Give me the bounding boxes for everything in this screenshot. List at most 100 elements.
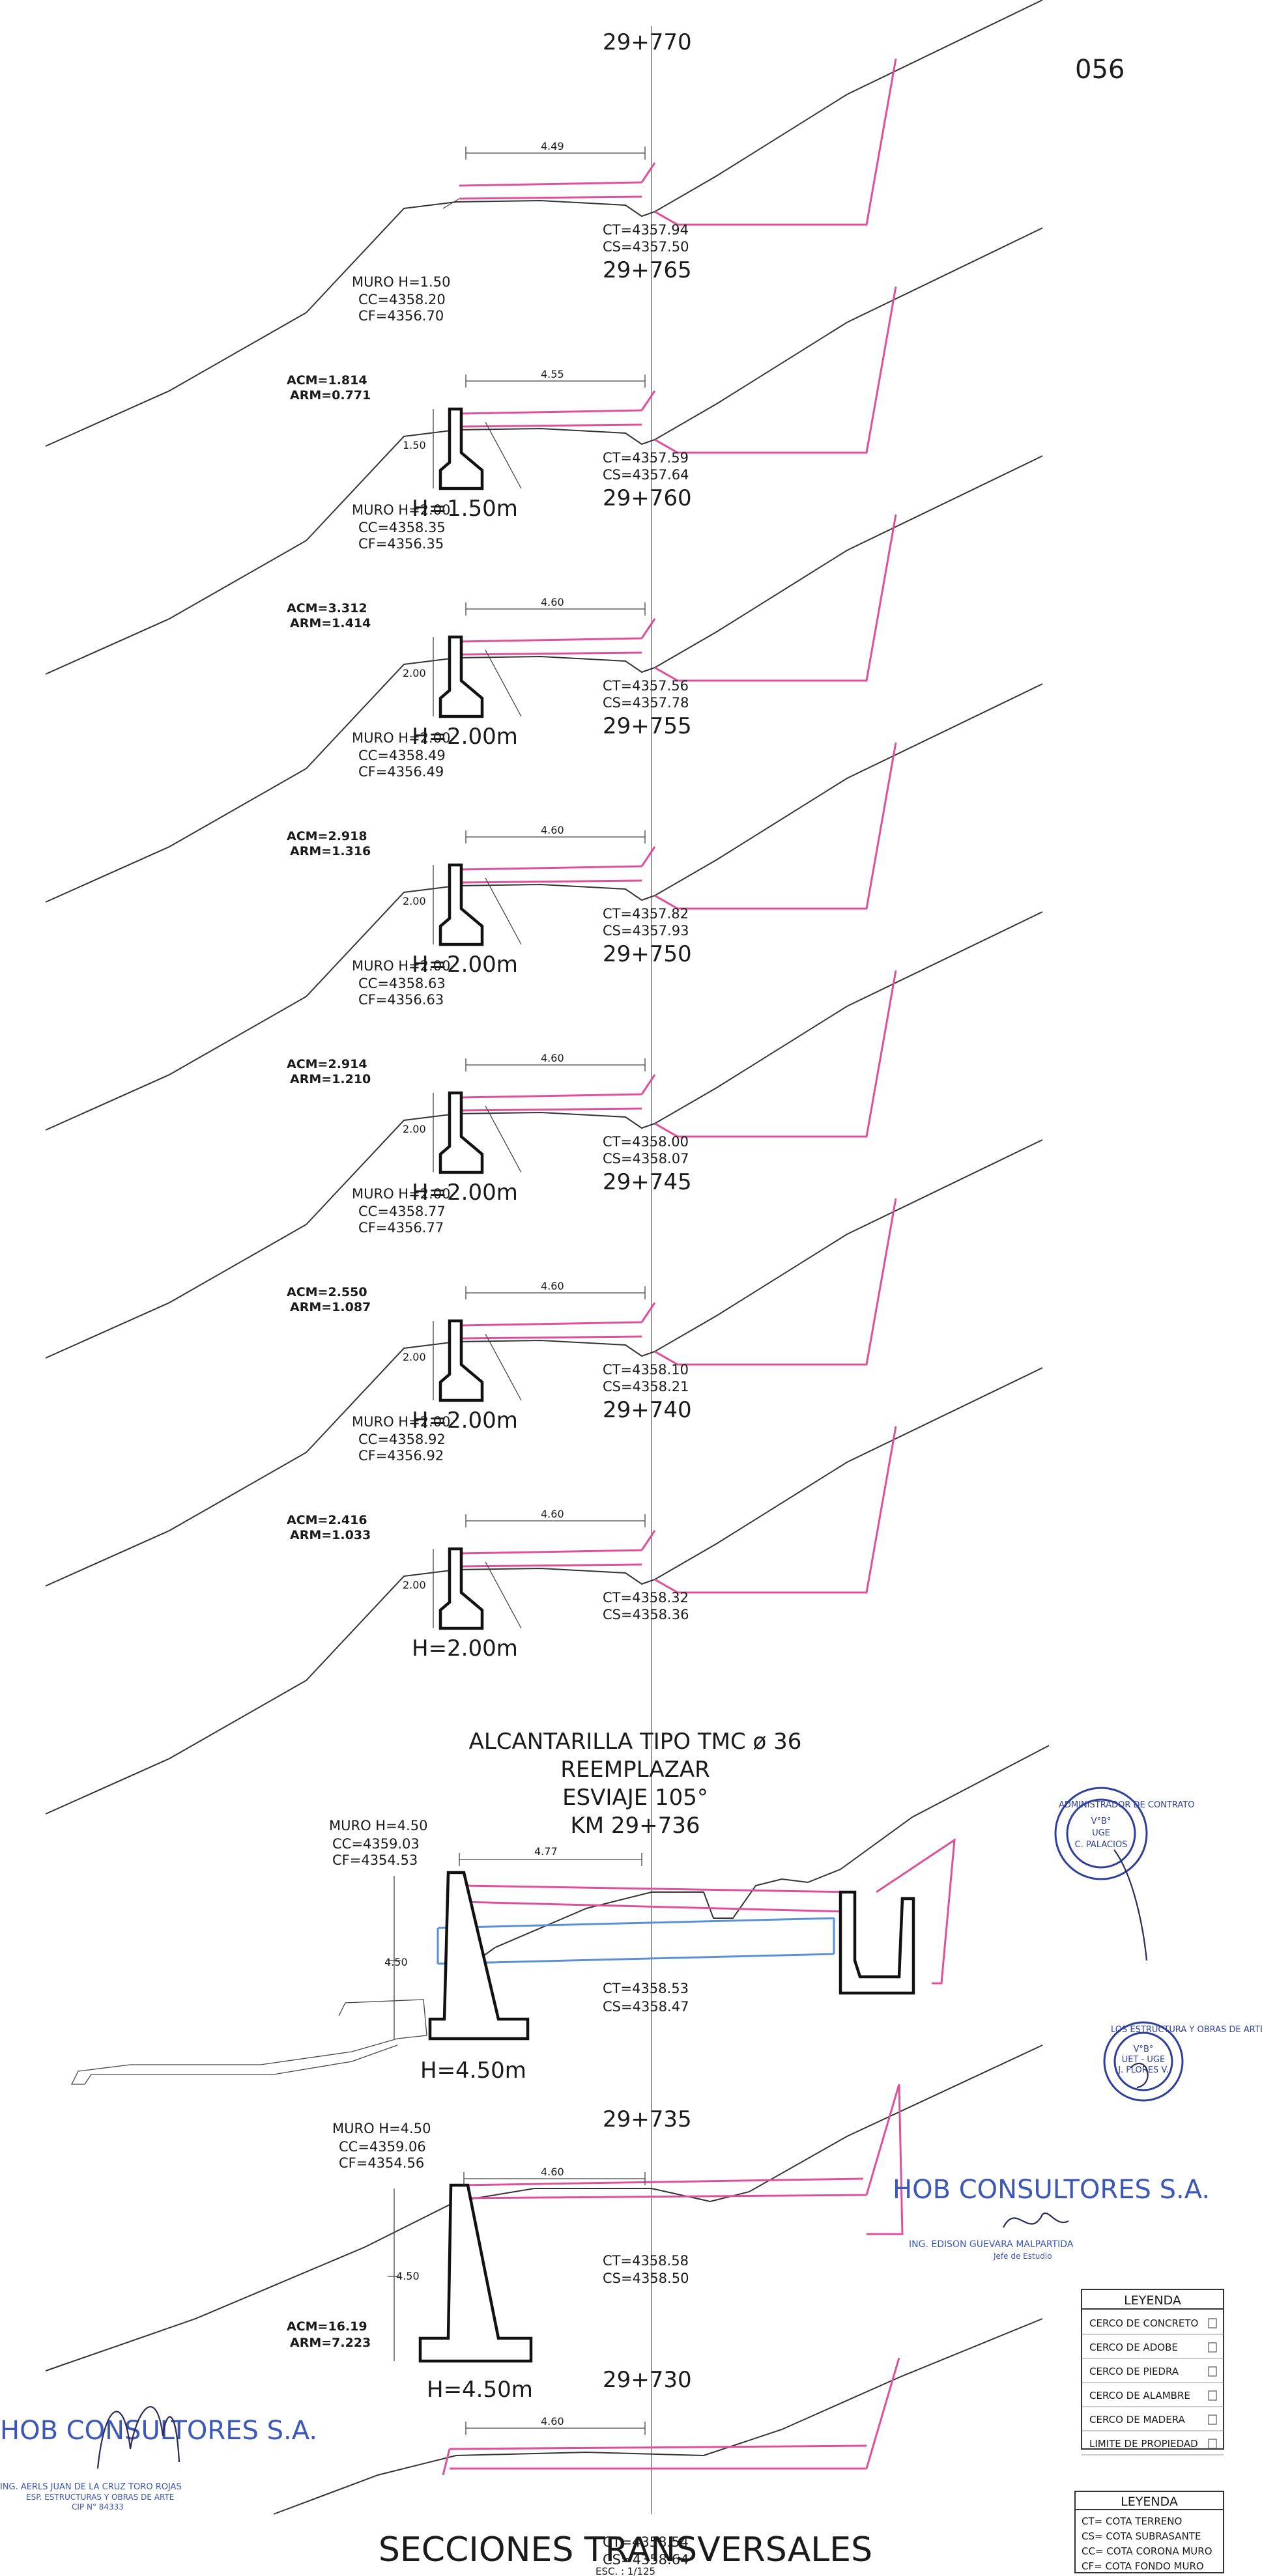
wall-cf: CF=4356.77 (358, 1220, 444, 1236)
retaining-wall (438, 635, 484, 718)
section-735-cc: CC=4359.06 (339, 2139, 426, 2155)
section-735-height-dim: 4.50 (396, 2270, 420, 2282)
section-735-arm: ARM=7.223 (290, 2336, 371, 2350)
wall-arm: ARM=1.316 (290, 844, 371, 858)
company-right-signer: ING. EDISON GUEVARA MALPARTIDA (909, 2239, 1074, 2250)
wall-h-label: H=2.00m (412, 1635, 518, 1662)
wall-acm: ACM=3.312 (287, 601, 367, 616)
section-730-cs: CS=4358.64 (603, 2552, 689, 2568)
legend1-item: CERCO DE MADERA (1089, 2414, 1186, 2426)
width-dim: 4.60 (541, 1280, 564, 1292)
ground-line (45, 683, 1043, 1131)
wall-cc: CC=4358.92 (358, 1432, 446, 1447)
wall-arm: ARM=1.087 (290, 1300, 371, 1314)
approval-stamp-contract-admin: ADMINISTRADOR DE CONTRATO V°B° UGE C. PA… (1054, 1787, 1194, 1961)
wall-height-dim (433, 1321, 522, 1401)
stamp2-signature (1130, 2062, 1149, 2089)
culvert-subgrade (462, 1838, 956, 1985)
wall-muro: MURO H=2.00 (352, 1414, 450, 1430)
section-735-dim-lines (388, 2172, 646, 2361)
stamp2-top: LOS ESTRUCTURA Y OBRAS DE ARTE (1111, 2025, 1262, 2035)
width-dim: 4.49 (541, 140, 564, 152)
wall-arm: ARM=1.210 (290, 1072, 371, 1086)
wall-cf: CF=4356.35 (358, 536, 444, 552)
section-735-h-label: H=4.50m (427, 2377, 533, 2403)
section-730-station: 29+730 (603, 2367, 692, 2393)
culvert-muro: MURO H=4.50 (329, 1818, 427, 1833)
culvert-section: ALCANTARILLA TIPO TMC ø 36 REEMPLAZAR ES… (70, 1729, 1050, 2085)
legend1-item: CERCO DE CONCRETO (1089, 2317, 1198, 2329)
subgrade-line (459, 286, 897, 454)
ct-level: CT=4358.32 (603, 1590, 689, 1606)
page-number: 056 (1075, 55, 1125, 85)
company-right-name: HOB CONSULTORES S.A. (893, 2175, 1210, 2205)
culvert-cf: CF=4354.53 (332, 1852, 418, 1868)
subgrade-line (459, 514, 897, 682)
wall-h-label: H=2.00m (412, 952, 518, 978)
company-left-role: ESP. ESTRUCTURAS Y OBRAS DE ARTE (26, 2493, 174, 2502)
company-block-right: HOB CONSULTORES S.A. ING. EDISON GUEVARA… (893, 2175, 1210, 2261)
wall-cc: CC=4358.49 (358, 748, 446, 763)
wall-height: 1.50 (403, 439, 426, 451)
cs-level: CS=4357.50 (603, 239, 689, 255)
section-735-cf: CF=4354.56 (339, 2155, 424, 2171)
stamp2-vb: V°B° (1134, 2045, 1154, 2054)
legend1-symbol (1208, 2414, 1217, 2425)
ground-line (45, 0, 1043, 447)
culvert-wall-left (428, 1871, 530, 2041)
culvert-headwall-right (839, 1890, 915, 1995)
stamp2-uet: UET - UGE (1122, 2055, 1165, 2065)
slope-arrow (442, 198, 460, 209)
subgrade-line (459, 970, 897, 1138)
legend2-item: CS= COTA SUBRASANTE (1082, 2530, 1201, 2542)
legend1-item: CERCO DE ALAMBRE (1089, 2390, 1190, 2401)
section-29-730: 29+730 4.60 CT=4358.54 CS=4358.64 (273, 2318, 1043, 2568)
section-730-ground (273, 2318, 1043, 2515)
legend1-item: CERCO DE ADOBE (1089, 2342, 1178, 2353)
culvert-ground-line (449, 1745, 1050, 1981)
legend1-symbol (1208, 2439, 1217, 2449)
legend1-symbol (1208, 2366, 1217, 2377)
wall-cc: CC=4358.77 (358, 1204, 446, 1219)
approval-stamp-structures: LOS ESTRUCTURA Y OBRAS DE ARTE V°B° UET … (1103, 2021, 1262, 2102)
legend1-items: CERCO DE CONCRETO CERCO DE ADOBE CERCO DE … (1082, 2317, 1224, 2456)
wall-h-label: H=2.00m (412, 1408, 518, 1434)
retaining-wall (438, 1091, 484, 1174)
section-735-ct: CT=4358.58 (603, 2253, 689, 2269)
legend1-item: LIMITE DE PROPIEDAD (1089, 2438, 1198, 2450)
company-left-cip: CIP N° 84333 (72, 2502, 124, 2512)
stamp1-signature (1113, 1849, 1148, 1961)
company-right-signature (1003, 2212, 1069, 2228)
legend1-symbol (1208, 2318, 1217, 2328)
wall-height-dim (433, 865, 522, 945)
subgrade-line (459, 1426, 897, 1594)
ct-level: CT=4358.10 (603, 1362, 689, 1378)
cs-level: CS=4358.21 (603, 1379, 689, 1394)
cs-level: CS=4357.78 (603, 695, 689, 711)
legend1-symbol (1208, 2342, 1217, 2353)
culvert-replace: REEMPLAZAR (560, 1757, 710, 1783)
company-left-name: HOB CONSULTORES S.A. (0, 2416, 317, 2446)
cs-level: CS=4358.07 (603, 1151, 689, 1167)
culvert-dim-lines (388, 1853, 642, 2039)
retaining-wall (438, 1319, 484, 1402)
legend1-symbol (1208, 2390, 1217, 2401)
wall-height: 2.00 (403, 1123, 426, 1135)
legend1-item: CERCO DE PIEDRA (1089, 2366, 1179, 2377)
subgrade-line (459, 742, 897, 910)
wall-arm: ARM=0.771 (290, 388, 371, 403)
ground-line (45, 911, 1043, 1359)
wall-acm: ACM=2.416 (287, 1513, 367, 1527)
wall-cf: CF=4356.49 (358, 764, 444, 780)
legend2-item: CT= COTA TERRENO (1082, 2515, 1182, 2527)
ct-level: CT=4357.59 (603, 450, 689, 466)
section-730-subgrade (442, 2357, 900, 2476)
width-dim-line (465, 1514, 646, 1527)
sections-layer: 29+7704.49CT=4357.94CS=4357.5029+7654.55… (45, 0, 1043, 1815)
